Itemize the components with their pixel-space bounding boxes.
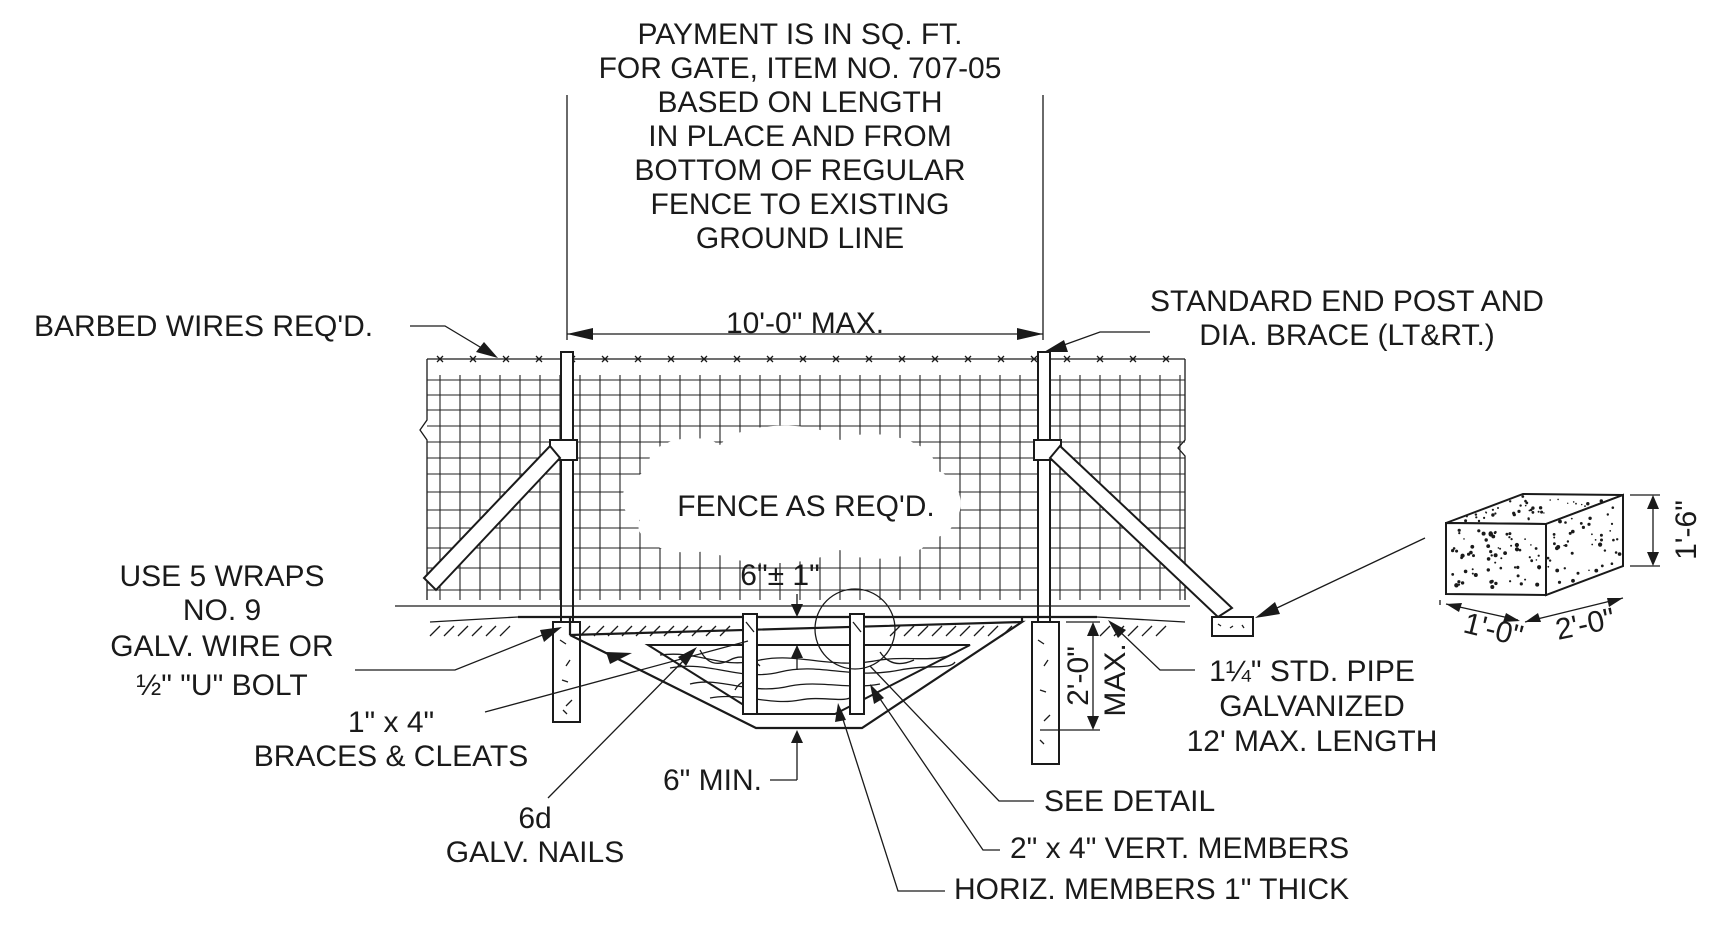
horiz-members-label: HORIZ. MEMBERS 1" THICK [954,873,1349,906]
wraps-leader [355,627,562,671]
pipe-note: 1¼" STD. PIPE GALVANIZED 12' MAX. LENGTH [1187,655,1438,758]
deadman-at-brace [1211,537,1426,637]
concrete-block [1445,492,1624,597]
see-detail-circle [814,588,896,670]
end-post-label: STANDARD END POST AND DIA. BRACE (LT&RT.… [1150,285,1544,352]
six-min-label: 6" MIN. [663,764,762,797]
payment-note-line-7: GROUND LINE [696,222,904,255]
payment-note-line-1: PAYMENT IS IN SQ. FT. [637,18,962,51]
fence-left-break [419,359,428,600]
payment-note-line-6: FENCE TO EXISTING [651,188,950,221]
vert-member-left [742,613,758,715]
wraps-line-2: NO. 9 [183,594,261,627]
span-dimension-label: 10'-0" MAX. [726,307,884,340]
payment-note-line-2: FOR GATE, ITEM NO. 707-05 [599,52,1002,85]
block-height-label: 1'-6" [1670,500,1703,560]
braces-line-1: 1" x 4" [348,706,434,739]
see-detail-label: SEE DETAIL [1044,785,1215,818]
block-stipple [1451,495,1622,589]
fence-mesh: FENCE AS REQ'D. [419,355,1186,600]
end-post-line-2: DIA. BRACE (LT&RT.) [1199,319,1495,352]
vert-members-label: 2" x 4" VERT. MEMBERS [1010,832,1349,865]
payment-note: PAYMENT IS IN SQ. FT. FOR GATE, ITEM NO.… [599,18,1002,255]
payment-note-line-4: IN PLACE AND FROM [648,120,951,153]
right-post-footing [1031,621,1060,765]
gap-dimension-label: 6"± 1" [740,559,819,592]
fence-label: FENCE AS REQ'D. [677,490,934,523]
vert-member-right [849,613,865,715]
depth-max-label: MAX. [1099,643,1132,716]
ground-hatch [429,625,1167,637]
nails-line-1: 6d [518,802,551,835]
wraps-line-1: USE 5 WRAPS [119,560,324,593]
payment-note-line-5: BOTTOM OF REGULAR [634,154,965,187]
payment-note-line-3: BASED ON LENGTH [657,86,942,119]
nails-leader [547,647,697,799]
end-post-line-1: STANDARD END POST AND [1150,285,1544,318]
span-dimension: 10'-0" MAX. [567,307,1043,340]
left-end-post [422,351,578,625]
gate [568,588,1026,730]
braces-leader [484,640,749,713]
pipe-line-1: 1¼" STD. PIPE [1209,655,1415,688]
label-cloud [621,425,961,564]
fence-right-break [1177,359,1186,600]
nails-label: 6d GALV. NAILS [446,802,624,869]
pipe-leader [1108,620,1195,671]
nails-line-2: GALV. NAILS [446,836,624,869]
braces-cleats-label: 1" x 4" BRACES & CLEATS [254,706,529,773]
wraps-note: USE 5 WRAPS NO. 9 GALV. WIRE OR ½" "U" B… [110,560,333,702]
depth-dimension: 2'-0" MAX. [1040,621,1132,731]
barbed-wires-label: BARBED WIRES REQ'D. [34,310,373,343]
see-detail-leader [869,665,1034,802]
wraps-line-4: ½" "U" BOLT [136,669,307,702]
end-post-leader [1044,331,1150,352]
block-side-face [1545,493,1624,597]
braces-line-2: BRACES & CLEATS [254,740,529,773]
pipe-line-2: GALVANIZED [1219,690,1405,723]
block-height-dim: 1'-6" [1630,494,1703,567]
vert-members-leader [870,684,1000,851]
gate-outline [569,620,1026,730]
block-width-label: 1'-0" [1460,607,1526,653]
ground-line [395,605,1190,637]
barbed-wires-leader [410,325,498,358]
horiz-members-leader [835,703,945,892]
depth-dim-label: 2'-0" [1062,646,1095,706]
wraps-line-3: GALV. WIRE OR [110,630,333,663]
gap-dimension: 6"± 1" [740,559,820,670]
block-length-dim: 2'-0" [1524,597,1624,647]
six-min-dimension: 6" MIN. [663,730,803,797]
block-width-dim: 1'-0" [1439,600,1526,653]
block-length-label: 2'-0" [1553,602,1618,647]
pipe-line-3: 12' MAX. LENGTH [1187,725,1438,758]
right-end-post [1033,351,1234,625]
